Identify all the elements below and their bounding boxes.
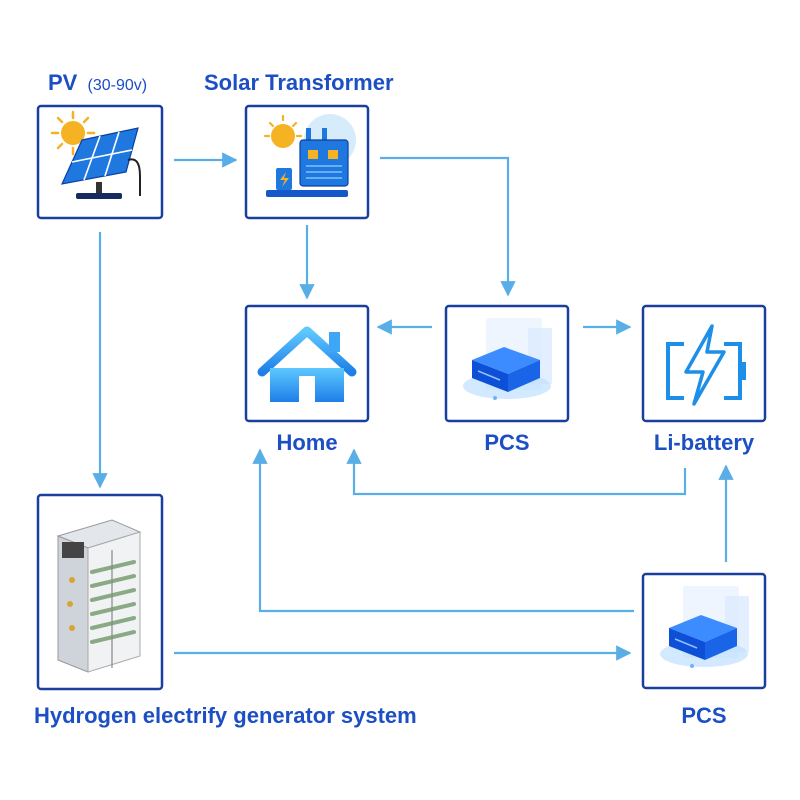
pcs-top-label: PCS bbox=[484, 430, 529, 455]
solar-transformer-label: Solar Transformer bbox=[204, 70, 394, 95]
arrow-battery-to-home bbox=[346, 448, 687, 496]
home-label: Home bbox=[276, 430, 337, 455]
pcs-bottom-node bbox=[641, 572, 767, 690]
pcs-unit-icon bbox=[463, 318, 552, 400]
battery-node bbox=[641, 304, 767, 423]
arrow-transformer-to-pcs bbox=[380, 156, 516, 297]
pv-label-title: PV bbox=[48, 70, 78, 95]
hydrogen-cabinet-icon bbox=[56, 519, 142, 673]
hydrogen-label: Hydrogen electrify generator system bbox=[34, 703, 417, 728]
pv-node bbox=[36, 104, 164, 220]
house-icon bbox=[257, 326, 357, 402]
home-node bbox=[244, 304, 370, 423]
arrow-pcs-to-home-bottom bbox=[252, 448, 634, 613]
hydrogen-node bbox=[36, 493, 164, 691]
pcs-unit-icon bbox=[660, 586, 749, 668]
li-battery-label: Li-battery bbox=[654, 430, 755, 455]
battery-icon bbox=[666, 324, 746, 406]
flow-arrows bbox=[92, 152, 734, 661]
transformer-node bbox=[244, 104, 370, 220]
pcs-top-node bbox=[444, 304, 570, 423]
solar-panel-icon bbox=[50, 110, 141, 199]
pcs-bottom-label: PCS bbox=[681, 703, 726, 728]
pv-label-voltage: (30-90v) bbox=[87, 77, 147, 94]
pv-label: PV (30-90v) bbox=[48, 70, 147, 95]
transformer-icon bbox=[263, 114, 356, 197]
